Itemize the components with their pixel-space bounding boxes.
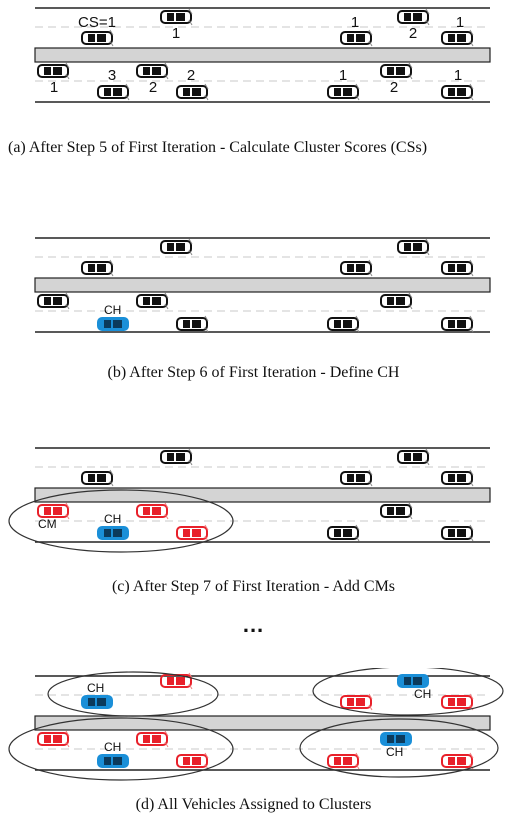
caption-b: (b) After Step 6 of First Iteration - De…	[107, 364, 400, 381]
vehicle-cluster-head	[380, 732, 412, 746]
vehicle-black	[340, 29, 373, 47]
vehicle-cluster-member	[441, 752, 474, 770]
caption-c: (c) After Step 7 of First Iteration - Ad…	[111, 578, 396, 595]
vehicle-black	[380, 292, 413, 310]
vehicle-black	[176, 315, 209, 333]
vehicle-black	[397, 448, 430, 466]
vehicle-cluster-head	[397, 674, 429, 688]
vehicle-cluster-member	[37, 730, 70, 748]
cluster-outline	[8, 717, 234, 781]
vehicles-b	[37, 238, 474, 333]
vehicle-black	[37, 62, 70, 80]
cluster-score: 2	[390, 79, 398, 96]
cluster-head-label: CH	[104, 512, 121, 526]
cluster-head-label: CH	[104, 740, 121, 754]
cluster-head-label: CH	[104, 303, 121, 317]
ellipsis: ...	[242, 612, 265, 637]
vehicle-black	[136, 62, 169, 80]
cluster-score: 1	[50, 79, 58, 96]
vehicle-cluster-member	[136, 502, 169, 520]
vehicle-cluster-member	[176, 524, 209, 542]
cluster-scores: CS=1 1 1 2 1 1 3 2 2 1 2 1	[50, 14, 464, 96]
vehicle-black	[327, 315, 360, 333]
panel-b: CH	[0, 230, 507, 342]
vehicles-a	[37, 8, 474, 101]
cluster-score: 3	[108, 67, 116, 84]
cluster-score: 1	[339, 67, 347, 84]
road-median	[34, 277, 491, 293]
vehicle-cluster-head	[81, 695, 113, 709]
vehicle-cluster-head	[97, 526, 129, 540]
cluster-score: 2	[149, 79, 157, 96]
vehicle-black	[81, 469, 114, 487]
vehicle-cluster-head	[97, 317, 129, 331]
vehicle-black	[327, 83, 360, 101]
cluster-score: 1	[172, 25, 180, 42]
vehicle-black	[380, 502, 413, 520]
cluster-score: 1	[456, 14, 464, 31]
vehicle-cluster-member	[37, 502, 70, 520]
cluster-head-label: CH	[87, 681, 104, 695]
vehicle-black	[136, 292, 169, 310]
cluster-outline	[312, 668, 504, 716]
cluster-score: 1	[351, 14, 359, 31]
cluster-score: 2	[409, 25, 417, 42]
vehicle-black	[327, 524, 360, 542]
vehicle-black	[441, 315, 474, 333]
vehicle-cluster-member	[340, 693, 373, 711]
vehicle-black	[160, 8, 193, 26]
road-b	[34, 237, 491, 333]
vehicle-black	[97, 83, 130, 101]
vehicle-cluster-member	[441, 693, 474, 711]
vehicle-black	[397, 8, 430, 26]
road-a	[34, 7, 491, 103]
caption-d: (d) All Vehicles Assigned to Clusters	[135, 796, 372, 813]
panel-c: CH CM	[0, 440, 507, 555]
vehicle-black	[441, 29, 474, 47]
cluster-score: 1	[454, 67, 462, 84]
cluster-score: 2	[187, 67, 195, 84]
road-diagram-a: CS=1 1 1 2 1 1 3 2 2 1 2 1	[34, 7, 491, 103]
caption-a: (a) After Step 5 of First Iteration - Ca…	[8, 139, 428, 156]
vehicle-black	[340, 469, 373, 487]
vehicle-black	[397, 238, 430, 256]
road-diagram-c: CH CM	[8, 447, 491, 553]
cluster-head-label: CH	[386, 745, 403, 759]
road-diagram-d: CH CH CH CH	[8, 668, 504, 781]
vehicle-black	[340, 259, 373, 277]
vehicles-d	[37, 672, 474, 770]
vehicle-cluster-member	[136, 730, 169, 748]
vehicles-c	[37, 448, 474, 542]
vehicle-black	[176, 83, 209, 101]
panel-d: CH CH CH CH	[0, 668, 507, 783]
road-c	[34, 447, 491, 543]
cluster-score-label: CS=1	[78, 14, 116, 31]
road-diagram-b: CH	[34, 237, 491, 333]
road-median	[34, 487, 491, 503]
cluster-head-label: CH	[414, 687, 431, 701]
vehicle-black	[160, 238, 193, 256]
vehicle-black	[441, 524, 474, 542]
vehicle-cluster-head	[97, 754, 129, 768]
cluster-outline	[47, 671, 219, 717]
vehicle-black	[380, 62, 413, 80]
vehicle-black	[441, 83, 474, 101]
vehicle-cluster-member	[176, 752, 209, 770]
vehicle-black	[81, 259, 114, 277]
vehicle-black	[160, 448, 193, 466]
vehicle-black	[441, 259, 474, 277]
cluster-member-label: CM	[38, 517, 57, 531]
vehicle-black	[81, 29, 114, 47]
cluster-outline	[299, 718, 499, 778]
panel-a: CS=1 1 1 2 1 1 3 2 2 1 2 1	[0, 0, 507, 112]
cluster-outline	[8, 489, 234, 553]
vehicle-black	[441, 469, 474, 487]
vehicle-cluster-member	[327, 752, 360, 770]
vehicle-black	[37, 292, 70, 310]
road-median	[34, 47, 491, 63]
